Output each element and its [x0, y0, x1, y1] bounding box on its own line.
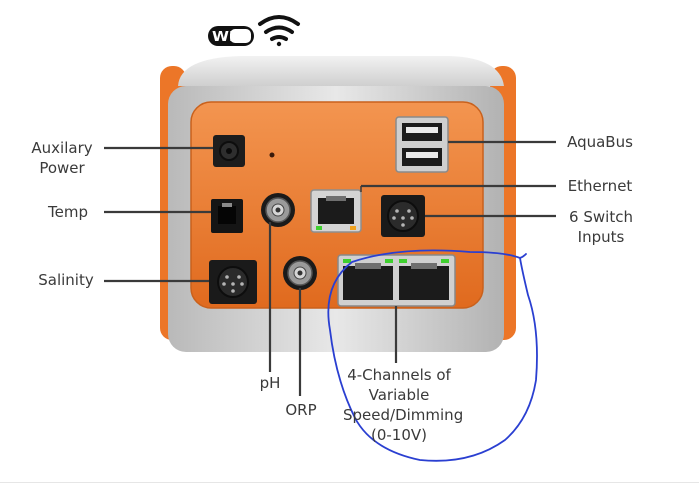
- orp-bnc-connector: [283, 256, 317, 290]
- label-ph: pH: [259, 374, 281, 392]
- temp-port: [211, 199, 243, 233]
- label-temp: Temp: [48, 203, 88, 221]
- wifi-logo: WiFi: [208, 26, 254, 46]
- label-aquabus: AquaBus: [567, 133, 633, 151]
- leader-lines: [104, 140, 556, 396]
- aquabus-usb-ports: [395, 116, 449, 173]
- bottom-divider: [0, 482, 699, 483]
- wifi-badge-text: WiFi: [212, 30, 250, 45]
- auxiliary-power-jack: [213, 135, 245, 167]
- label-ethernet: Ethernet: [567, 177, 633, 195]
- hand-drawn-circle: [327, 249, 538, 462]
- salinity-port: [209, 260, 257, 304]
- wifi-signal-icon: [258, 15, 300, 47]
- label-salinity: Salinity: [38, 271, 94, 289]
- housing-top-cap: [178, 56, 504, 86]
- label-switch-inputs: 6 Switch Inputs: [569, 208, 633, 246]
- label-auxiliary-power: Auxilary Power: [31, 139, 93, 177]
- status-led: [269, 152, 275, 158]
- ethernet-port: [310, 189, 362, 233]
- switch-inputs-port: [381, 195, 425, 237]
- label-variable-speed: 4-Channels of Variable Speed/Dimming (0-…: [343, 366, 464, 444]
- label-orp: ORP: [285, 401, 317, 419]
- ph-bnc-connector: [261, 193, 295, 227]
- variable-speed-ports: [337, 254, 456, 307]
